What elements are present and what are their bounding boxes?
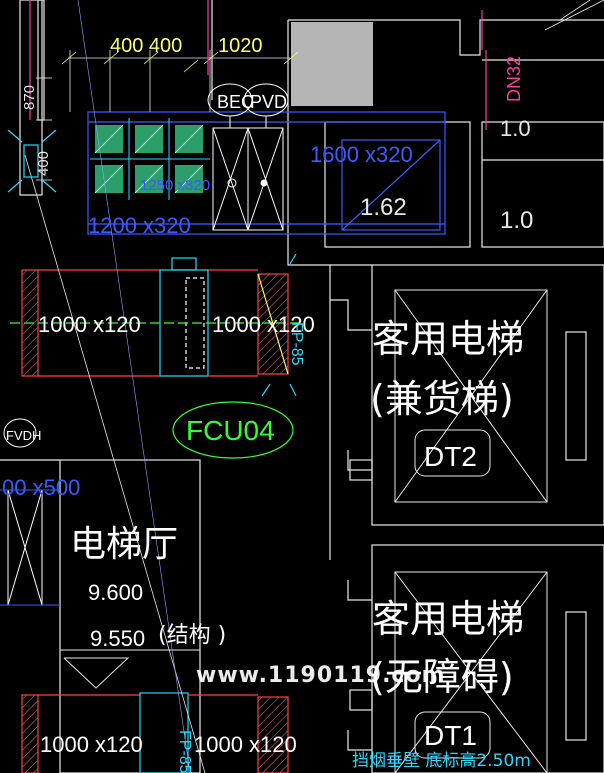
value-1-0-b: 1.0 [500, 207, 533, 234]
dim-1020: 1020 [218, 35, 263, 57]
fcu-row-top [10, 257, 300, 377]
dt2-label: DT2 [424, 441, 477, 472]
duct-00x500: 00 x500 [2, 475, 80, 500]
structure-label: (结构 ) [158, 623, 226, 648]
dim-400: 400 [35, 151, 52, 176]
tag-fvdh: FVDH [6, 428, 41, 443]
lobby-label: 电梯厅 [70, 524, 178, 565]
dimension-lines [36, 50, 299, 181]
cyan-arrows [7, 129, 297, 397]
elevator1-line1: 客用电梯 [372, 317, 524, 361]
lobby-triangle [63, 657, 130, 689]
duct-1000x120-top-right: 1000 x120 [212, 312, 315, 337]
damper-x-boxes [212, 127, 284, 231]
value-1-62: 1.62 [360, 194, 407, 221]
magenta-pipes [29, 0, 487, 130]
elevator-dt1-shaft [394, 571, 548, 773]
elevation-9600: 9.600 [88, 580, 143, 605]
duct-1600x320: 1600 x320 [310, 142, 413, 167]
dim-400-400: 400 400 [110, 35, 182, 57]
fp85-bottom: FP-85 [176, 730, 193, 773]
bec-pvd-tags [207, 83, 289, 128]
fcu04-tag [172, 401, 294, 459]
elevator2-line2: (无障碍) [370, 655, 514, 699]
tag-bec: BEC [217, 92, 254, 112]
fp85-top: FP-85 [288, 322, 305, 366]
dt1-label: DT1 [424, 720, 477, 751]
main-duct-1200x320 [87, 111, 446, 235]
duct-1000x120-top-left: 1000 x120 [38, 312, 141, 337]
value-1-0-a: 1.0 [500, 116, 531, 141]
duct-1200x320: 1200 x320 [88, 213, 191, 238]
structural-column [291, 22, 373, 106]
elevation-9550: 9.550 [90, 626, 145, 651]
elevator-dt2-shaft [394, 289, 548, 503]
diagonal-guide-lines [24, 0, 604, 773]
dn32-label: DN32 [504, 56, 524, 102]
duct-1250x320: 1250 x320 [140, 177, 210, 194]
elevator2-line1: 客用电梯 [372, 597, 524, 641]
drawing-labels: 400 400 1020 870 400 200x120 BEC PVD FVD… [2, 35, 533, 773]
fcu-row-bottom [21, 692, 289, 773]
fvdh-damper [0, 418, 60, 606]
tag-pvd: PVD [250, 92, 287, 112]
dim-870: 870 [21, 85, 38, 110]
elevator1-line2: (兼货梯) [370, 377, 514, 421]
watermark: www.1190119.com [196, 663, 446, 688]
duct-1000x120-bottom-left: 1000 x120 [40, 732, 143, 757]
fcu04-label: FCU04 [186, 415, 275, 446]
bottom-note: 挡烟垂壁 底标高2.50m [352, 751, 531, 771]
duct-1000x120-bottom-right: 1000 x120 [194, 732, 297, 757]
